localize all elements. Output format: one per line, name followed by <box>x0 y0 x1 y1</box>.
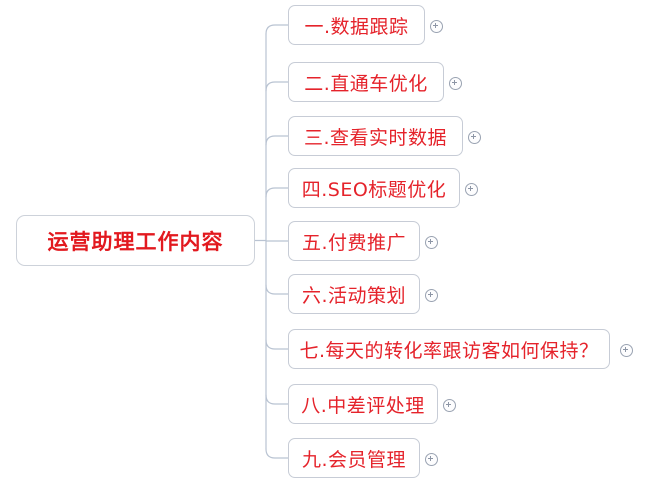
branch-node-label: 九.会员管理 <box>301 448 407 471</box>
expand-plus-icon[interactable] <box>425 453 438 466</box>
branch-node-label: 六.活动策划 <box>301 284 407 307</box>
root-node-label: 运营助理工作内容 <box>47 229 224 254</box>
branch-node[interactable]: 九.会员管理 <box>288 438 420 478</box>
branch-node-label: 三.查看实时数据 <box>303 126 448 149</box>
branch-node[interactable]: 四.SEO标题优化 <box>288 168 460 208</box>
expand-plus-icon[interactable] <box>425 236 438 249</box>
expand-plus-icon[interactable] <box>449 77 462 90</box>
branch-node-label: 一.数据跟踪 <box>304 15 409 38</box>
root-node[interactable]: 运营助理工作内容 <box>16 215 255 266</box>
branch-node-label: 八.中差评处理 <box>301 394 425 417</box>
branch-node-label: 五.付费推广 <box>301 231 407 254</box>
expand-plus-icon[interactable] <box>443 399 456 412</box>
branch-node[interactable]: 二.直通车优化 <box>288 62 444 102</box>
branch-node[interactable]: 八.中差评处理 <box>288 384 438 424</box>
expand-plus-icon[interactable] <box>620 344 633 357</box>
branch-node[interactable]: 五.付费推广 <box>288 221 420 261</box>
expand-plus-icon[interactable] <box>465 183 478 196</box>
branch-node-label: 二.直通车优化 <box>304 72 428 95</box>
branch-node-label: 七.每天的转化率跟访客如何保持？ <box>299 339 599 362</box>
branch-node[interactable]: 一.数据跟踪 <box>288 5 425 45</box>
expand-plus-icon[interactable] <box>430 20 443 33</box>
expand-plus-icon[interactable] <box>468 131 481 144</box>
branch-node-label: 四.SEO标题优化 <box>301 178 447 201</box>
branch-node[interactable]: 三.查看实时数据 <box>288 116 463 156</box>
branch-node[interactable]: 六.活动策划 <box>288 274 420 314</box>
branch-node[interactable]: 七.每天的转化率跟访客如何保持？ <box>288 329 610 369</box>
expand-plus-icon[interactable] <box>425 289 438 302</box>
